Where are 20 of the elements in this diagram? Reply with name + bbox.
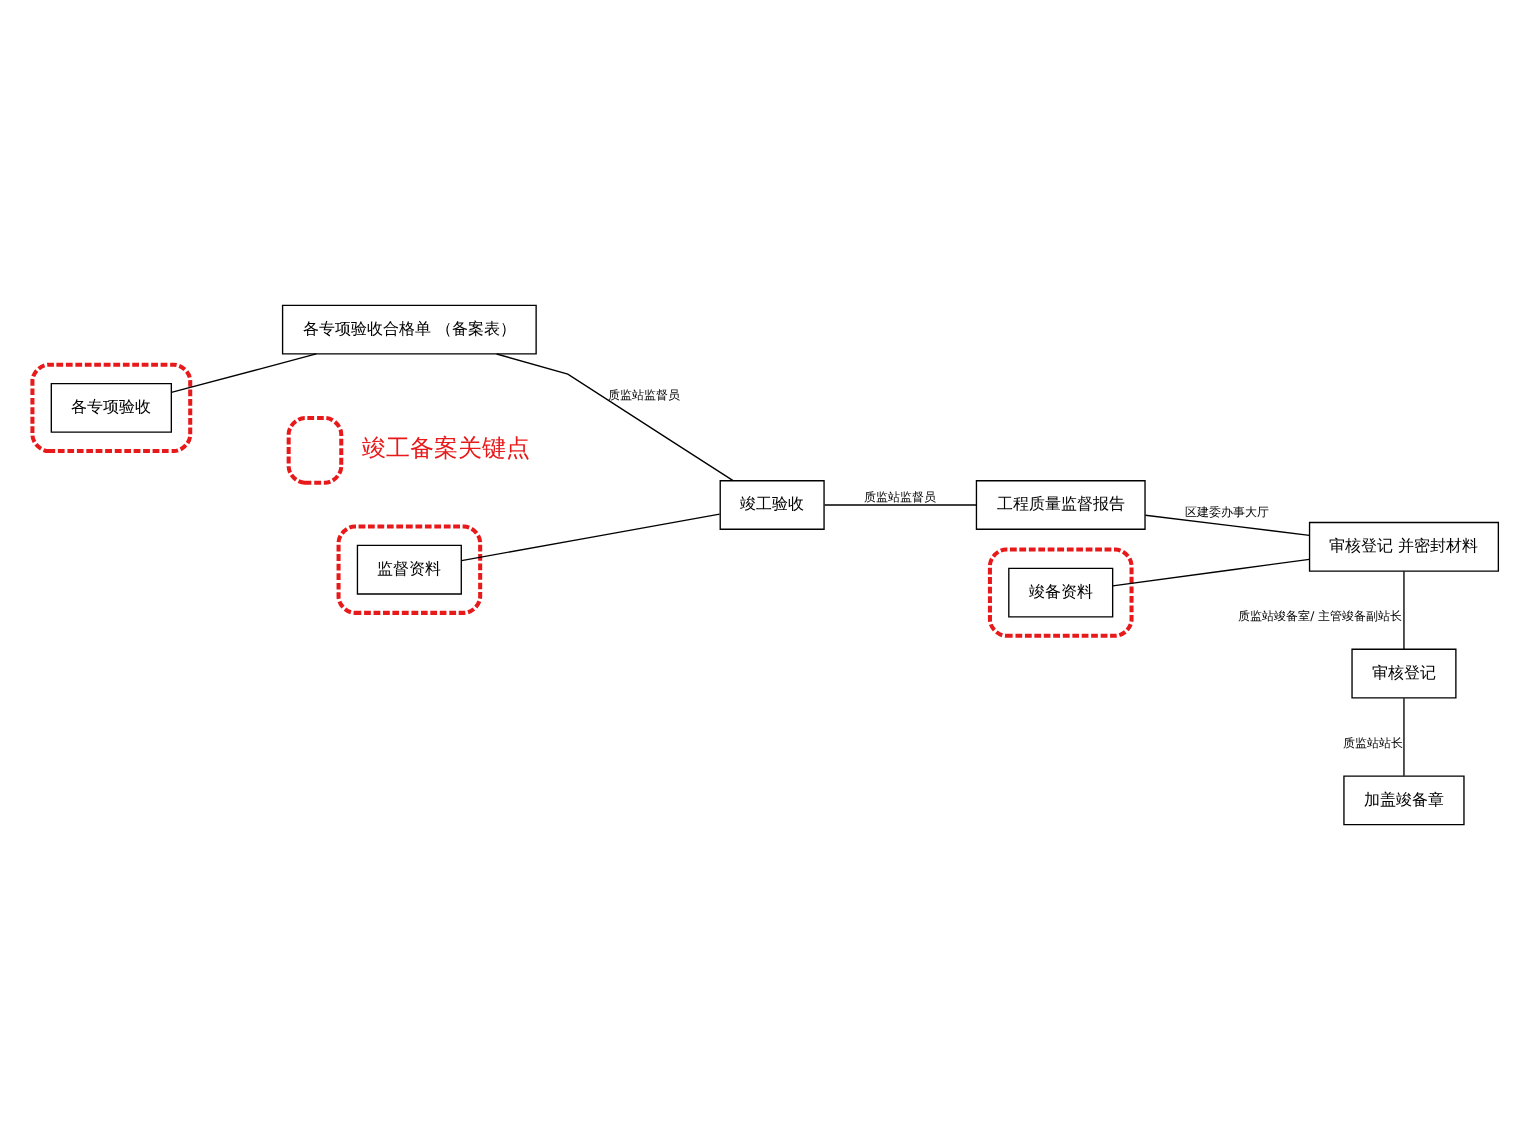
node-box: 审核登记 并密封材料 [1308, 520, 1500, 571]
node-box: 竣备资料 [1008, 566, 1114, 617]
connector [495, 352, 734, 481]
cluster [336, 523, 483, 614]
cluster [987, 546, 1134, 637]
node-box: 工程质量监督报告 [975, 479, 1146, 529]
connector [460, 512, 721, 561]
node-box: 竣工验收 [719, 479, 825, 529]
connector [170, 352, 317, 392]
connector [823, 503, 977, 505]
node-box: 加盖竣备章 [1343, 774, 1465, 825]
cluster [30, 361, 193, 453]
legend-label: 竣工备案关键点 [362, 433, 531, 462]
connector [1144, 513, 1311, 535]
node-box: 各专项验收 [50, 381, 172, 432]
connector [1403, 696, 1405, 776]
node-box: 各专项验收合格单 （备案表） [281, 303, 537, 354]
node-box: 审核登记 [1351, 647, 1457, 698]
connector [1403, 569, 1405, 649]
node-box: 监督资料 [356, 543, 462, 594]
